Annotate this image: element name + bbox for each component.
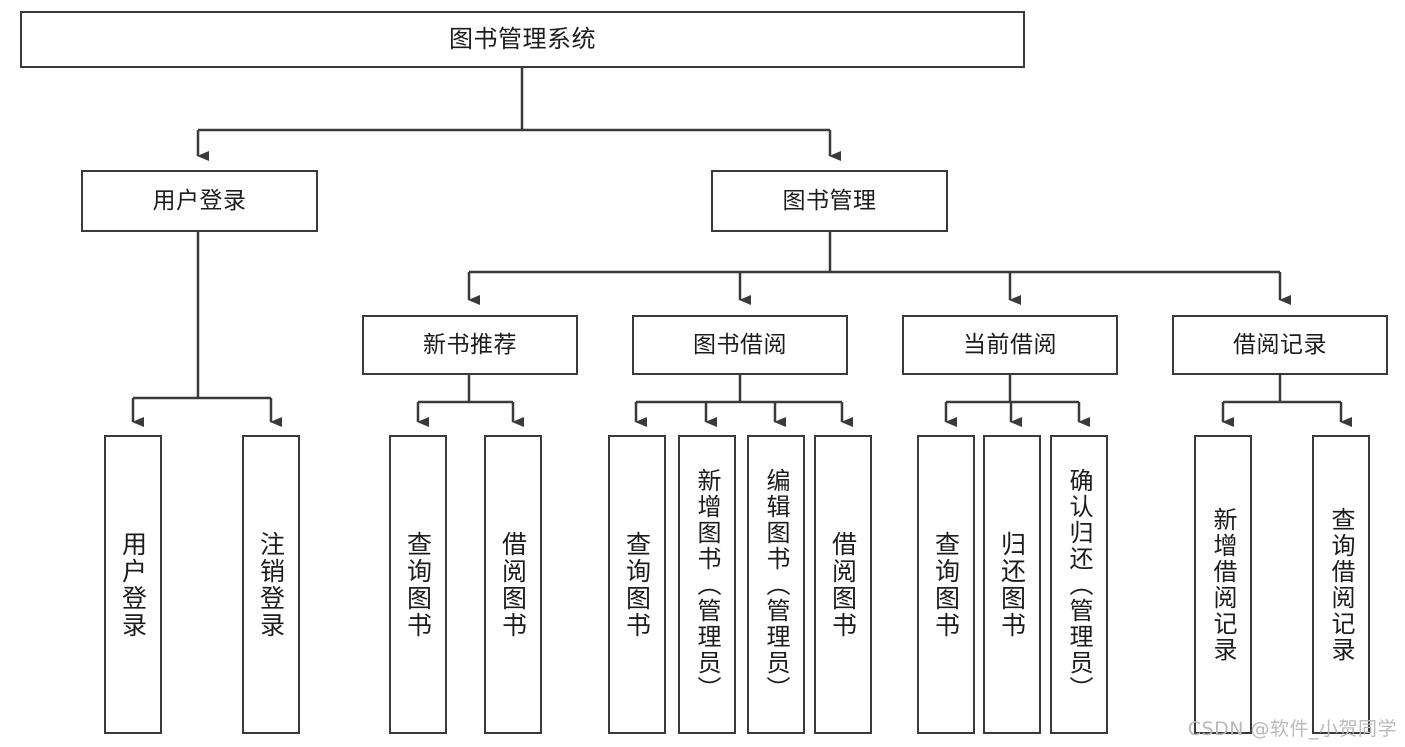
node-label: 用户登录 (152, 187, 247, 214)
node-leaf-query-book-3[interactable]: 查询图书 (917, 435, 975, 734)
watermark-text: CSDN @软件_小贺同学 (1187, 718, 1397, 740)
node-leaf-add-record[interactable]: 新增借阅记录 (1194, 435, 1252, 734)
node-leaf-add-book[interactable]: 新增图书（管理员） (678, 435, 736, 734)
node-label: 图书借阅 (693, 331, 787, 358)
node-book-borrow[interactable]: 图书借阅 (632, 315, 848, 375)
node-label: 图书管理 (782, 187, 877, 214)
node-leaf-confirm-return[interactable]: 确认归还（管理员） (1050, 435, 1108, 734)
node-leaf-user-login[interactable]: 用户登录 (104, 435, 162, 734)
node-label: 确认归还（管理员） (1065, 467, 1093, 702)
node-label: 查询图书 (403, 530, 433, 639)
node-leaf-borrow-book-2[interactable]: 借阅图书 (814, 435, 872, 734)
node-book-manage[interactable]: 图书管理 (711, 170, 948, 232)
node-label: 新增借阅记录 (1209, 506, 1237, 663)
node-label: 图书管理系统 (449, 24, 596, 53)
node-borrow-record[interactable]: 借阅记录 (1172, 315, 1388, 375)
node-label: 借阅图书 (498, 530, 528, 639)
node-label: 查询图书 (931, 530, 961, 639)
node-leaf-edit-book[interactable]: 编辑图书（管理员） (747, 435, 805, 734)
node-label: 借阅记录 (1233, 331, 1327, 358)
node-label: 新书推荐 (423, 331, 517, 358)
node-label: 借阅图书 (828, 530, 858, 639)
node-leaf-query-record[interactable]: 查询借阅记录 (1312, 435, 1370, 734)
node-label: 归还图书 (997, 530, 1027, 639)
node-label: 查询图书 (622, 530, 652, 639)
node-label: 编辑图书（管理员） (762, 467, 790, 702)
node-leaf-return-book[interactable]: 归还图书 (983, 435, 1041, 734)
node-label: 注销登录 (256, 530, 286, 639)
node-user-login[interactable]: 用户登录 (81, 170, 318, 232)
node-leaf-query-book-2[interactable]: 查询图书 (608, 435, 666, 734)
node-label: 查询借阅记录 (1327, 506, 1355, 663)
node-label: 用户登录 (118, 530, 148, 639)
node-root[interactable]: 图书管理系统 (20, 11, 1025, 68)
node-leaf-borrow-book-1[interactable]: 借阅图书 (484, 435, 542, 734)
node-new-book-recommend[interactable]: 新书推荐 (362, 315, 578, 375)
node-label: 当前借阅 (963, 331, 1057, 358)
node-label: 新增图书（管理员） (693, 467, 721, 702)
node-current-borrow[interactable]: 当前借阅 (902, 315, 1118, 375)
node-leaf-query-book-1[interactable]: 查询图书 (389, 435, 447, 734)
node-leaf-user-logout[interactable]: 注销登录 (242, 435, 300, 734)
